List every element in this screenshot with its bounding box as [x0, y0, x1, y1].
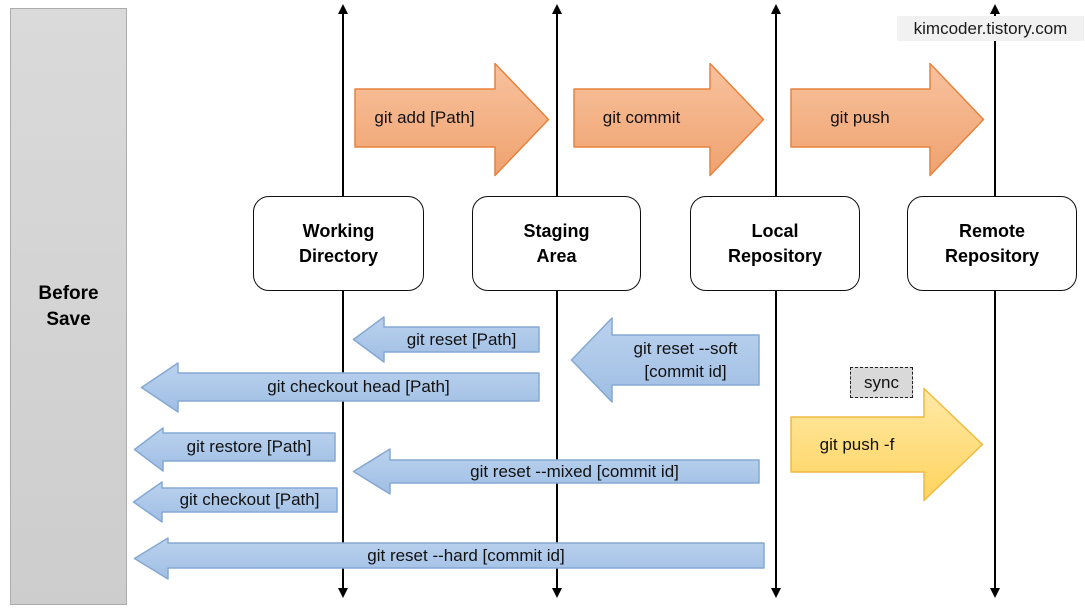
git-reset-soft-label-line1: git reset --soft	[633, 339, 738, 358]
arrowhead-up-icon	[552, 4, 562, 14]
git-push-force-arrow: git push -f	[790, 387, 984, 502]
left-arrow-shape	[352, 448, 760, 495]
stage-label-line1: Staging	[523, 220, 590, 241]
before-save-label-line2: Save	[46, 308, 91, 330]
git-checkout-head-label: git checkout head [Path]	[267, 377, 450, 396]
stage-label-line2: Area	[536, 245, 577, 266]
right-arrow-shape	[790, 62, 985, 177]
stage-box-remote-repository: Remote Repository	[907, 196, 1077, 291]
git-push-force-label: git push -f	[819, 434, 895, 454]
watermark: kimcoder.tistory.com	[897, 16, 1084, 41]
git-checkout-head-arrow: git checkout head [Path]	[140, 362, 540, 413]
stage-box-staging-area: Staging Area	[472, 196, 641, 291]
git-checkout-arrow: git checkout [Path]	[132, 481, 338, 523]
arrowhead-down-icon	[338, 588, 348, 598]
git-add-label: git add [Path]	[374, 108, 475, 127]
git-reset-soft-label-line2: [commit id]	[644, 362, 727, 381]
lifeline-local-repository	[771, 4, 782, 598]
lifeline-remote-repository	[990, 4, 1001, 598]
git-push-arrow: git push	[790, 62, 985, 177]
git-commit-label: git commit	[602, 108, 681, 127]
stage-label-line1: Local	[751, 220, 799, 241]
lifeline-shaft	[556, 13, 558, 588]
stage-label-line1: Remote	[958, 220, 1025, 241]
git-reset-hard-arrow: git reset --hard [commit id]	[133, 537, 765, 580]
git-reset-mixed-label: git reset --mixed [commit id]	[470, 461, 679, 481]
git-restore-arrow: git restore [Path]	[133, 427, 336, 472]
git-reset-soft-label: git reset --soft [commit id]	[612, 335, 759, 385]
git-push-label: git push	[830, 108, 890, 127]
git-reset-hard-label: git reset --hard [commit id]	[367, 545, 565, 565]
lifeline-working-directory	[338, 4, 349, 598]
lifeline-staging-area	[552, 4, 563, 598]
lifeline-shaft	[994, 13, 996, 588]
lifeline-shaft	[775, 13, 777, 588]
arrowhead-down-icon	[990, 588, 1000, 598]
arrowhead-up-icon	[990, 4, 1000, 14]
right-arrow-shape	[573, 62, 765, 177]
stage-label-line2: Repository	[944, 245, 1040, 266]
left-arrow-shape	[133, 537, 765, 580]
arrowhead-down-icon	[552, 588, 562, 598]
stage-label-line2: Repository	[727, 245, 823, 266]
arrowhead-up-icon	[338, 4, 348, 14]
right-arrow-shape	[790, 387, 984, 502]
git-commit-arrow: git commit	[573, 62, 765, 177]
stage-label-line2: Directory	[298, 245, 379, 266]
right-arrow-shape	[354, 62, 550, 177]
before-save-label-line1: Before	[38, 282, 99, 304]
left-arrow-shape	[133, 427, 336, 472]
stage-box-working-directory: Working Directory	[253, 196, 424, 291]
git-reset-path-arrow: git reset [Path]	[352, 316, 540, 363]
git-reset-mixed-arrow: git reset --mixed [commit id]	[352, 448, 760, 495]
stage-box-local-repository: Local Repository	[690, 196, 860, 291]
git-add-arrow: git add [Path]	[354, 62, 550, 177]
arrowhead-up-icon	[771, 4, 781, 14]
git-reset-soft-arrow: git reset --soft [commit id]	[570, 317, 760, 403]
git-restore-label: git restore [Path]	[186, 437, 312, 456]
left-arrow-shape	[140, 362, 540, 413]
left-arrow-shape	[352, 316, 540, 363]
git-reset-path-label: git reset [Path]	[406, 329, 517, 349]
stage-label-line1: Working	[302, 220, 375, 241]
sync-tag: sync	[850, 367, 913, 398]
before-save-panel: Before Save	[10, 8, 127, 605]
arrowhead-down-icon	[771, 588, 781, 598]
left-arrow-shape	[570, 317, 760, 403]
git-checkout-label: git checkout [Path]	[179, 490, 320, 509]
left-arrow-shape	[132, 481, 338, 523]
lifeline-shaft	[342, 13, 344, 588]
